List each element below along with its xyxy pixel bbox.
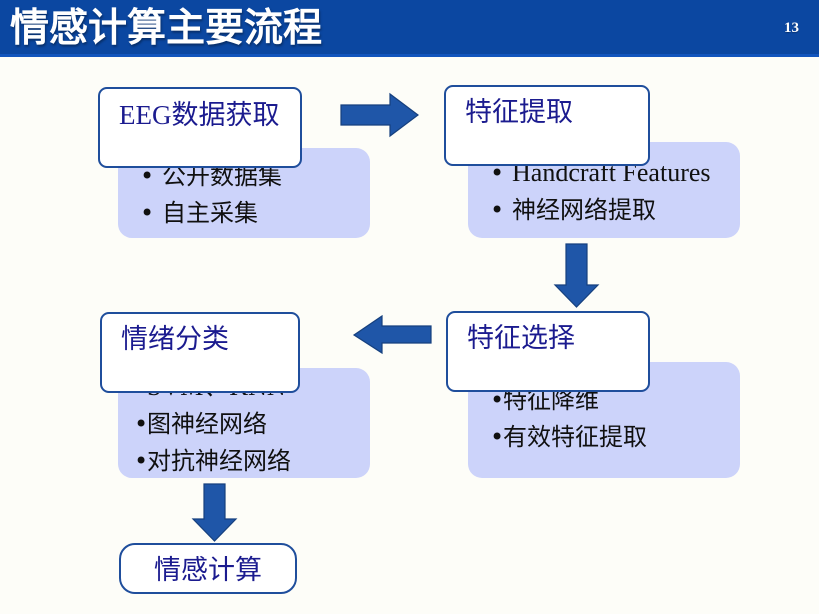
node-title-eeg-acquisition: EEG数据获取 [119,100,280,130]
detail-list-eeg-acquisition: •公开数据集 •自主采集 [140,158,282,232]
bullet-icon: • [134,447,149,475]
arrow-eeg-to-extraction [340,92,420,138]
page-title: 情感计算主要流程 [10,6,323,51]
title-box-emotion-classification[interactable]: 情绪分类 [100,312,300,393]
bullet-icon: • [140,199,155,227]
node-title-feature-extraction: 特征提取 [465,97,573,128]
bullet-icon: • [140,162,155,190]
bullet-icon: • [490,423,505,451]
list-item: •图神经网络 [134,406,291,443]
bullet-icon: • [490,386,505,414]
node-title-feature-selection: 特征选择 [467,323,575,354]
list-item: •自主采集 [140,195,282,232]
arrow-selection-to-classification [352,315,432,355]
arrow-classification-to-computing [190,483,240,543]
arrow-extraction-to-selection [552,243,602,309]
list-item: •有效特征提取 [490,419,647,456]
title-box-feature-extraction[interactable]: 特征提取 [444,85,650,166]
list-item: •对抗神经网络 [134,443,291,480]
node-title-affective-computing: 情感计算 [154,555,262,586]
page-number: 13 [784,20,799,36]
list-item: •神经网络提取 [490,192,711,229]
title-box-eeg-acquisition[interactable]: EEG数据获取 [98,87,302,168]
node-title-emotion-classification: 情绪分类 [121,324,229,355]
bullet-icon: • [134,410,149,438]
slide-header-bar: 情感计算主要流程 13 [0,0,819,57]
bullet-icon: • [490,159,505,187]
title-box-affective-computing[interactable]: 情感计算 [119,543,297,594]
bullet-icon: • [490,196,505,224]
detail-list-feature-selection: •特征降维 •有效特征提取 [490,382,647,456]
title-box-feature-selection[interactable]: 特征选择 [446,311,650,392]
